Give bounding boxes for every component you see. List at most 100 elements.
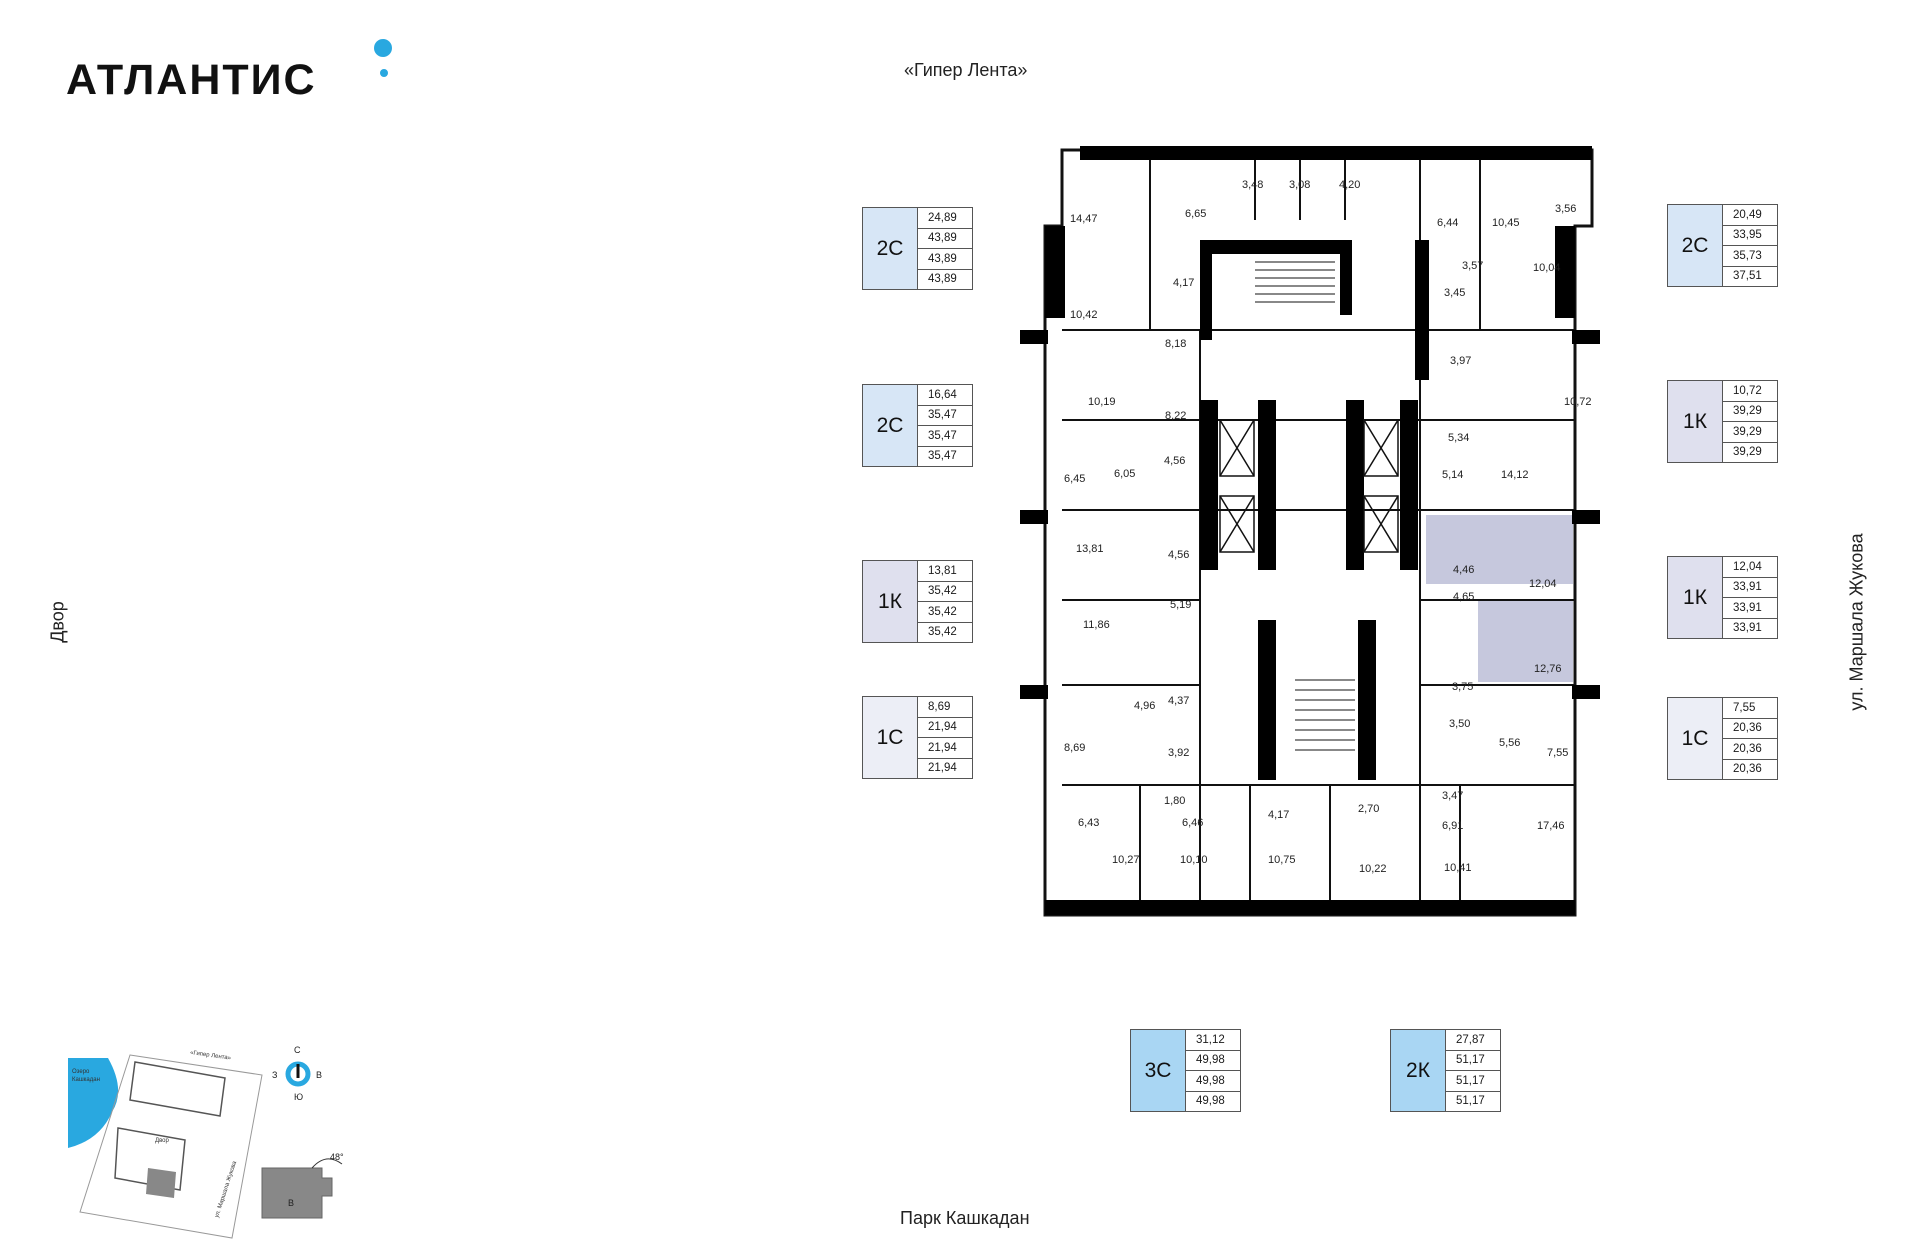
svg-text:3,48: 3,48 xyxy=(1242,179,1263,191)
svg-text:6,91: 6,91 xyxy=(1442,820,1463,832)
svg-text:3,08: 3,08 xyxy=(1289,179,1310,191)
svg-text:13,81: 13,81 xyxy=(1076,543,1104,555)
area-value: 51,17 xyxy=(1456,1095,1485,1108)
area-value: 35,47 xyxy=(918,406,972,426)
svg-text:Озеро: Озеро xyxy=(72,1069,90,1075)
apartment-type: 1К xyxy=(1668,557,1723,638)
svg-text:3,75: 3,75 xyxy=(1452,681,1473,693)
svg-text:11,86: 11,86 xyxy=(1083,619,1110,631)
area-value: 21,94 xyxy=(918,738,972,759)
svg-text:5,56: 5,56 xyxy=(1499,737,1520,749)
svg-text:3,50: 3,50 xyxy=(1449,718,1470,730)
svg-text:З: З xyxy=(272,1070,277,1080)
area-value: 20,36 xyxy=(1723,739,1777,760)
area-value: 16,64 xyxy=(918,385,972,406)
svg-text:3,45: 3,45 xyxy=(1444,287,1465,299)
highlight-apartment xyxy=(1478,600,1573,682)
area-value: 35,47 xyxy=(918,426,972,447)
svg-text:12,04: 12,04 xyxy=(1529,578,1557,590)
area-value: 33,91 xyxy=(1723,598,1777,619)
svg-text:6,44: 6,44 xyxy=(1437,217,1458,229)
area-value: 10,72 xyxy=(1723,381,1777,402)
svg-text:10,27: 10,27 xyxy=(1112,854,1140,866)
svg-text:6,45: 6,45 xyxy=(1064,473,1085,485)
svg-text:3,47: 3,47 xyxy=(1442,790,1463,802)
area-value: 39,29 xyxy=(1733,446,1762,459)
apartment-type: 2С xyxy=(863,385,918,466)
area-value: 8,69 xyxy=(918,697,972,718)
area-value: 20,36 xyxy=(1723,719,1777,739)
svg-text:10,72: 10,72 xyxy=(1564,396,1592,408)
svg-text:12,76: 12,76 xyxy=(1534,663,1562,675)
svg-text:10,22: 10,22 xyxy=(1359,863,1387,875)
svg-text:7,55: 7,55 xyxy=(1547,747,1568,759)
svg-text:4,17: 4,17 xyxy=(1268,809,1289,821)
svg-text:Двор: Двор xyxy=(155,1138,170,1144)
svg-text:ул. Маршала Жукова: ул. Маршала Жукова xyxy=(214,1160,238,1219)
area-value: 35,42 xyxy=(918,602,972,623)
area-value: 7,55 xyxy=(1723,698,1777,719)
area-value: 31,12 xyxy=(1186,1030,1240,1051)
highlight-apartment xyxy=(1426,515,1573,584)
svg-text:6,05: 6,05 xyxy=(1114,468,1135,480)
svg-text:10,41: 10,41 xyxy=(1444,862,1472,874)
area-value: 35,47 xyxy=(928,450,957,463)
area-value: 39,29 xyxy=(1723,402,1777,422)
area-value: 35,42 xyxy=(918,582,972,602)
area-value: 39,29 xyxy=(1723,422,1777,443)
apartment-type: 2К xyxy=(1391,1030,1446,1111)
area-value: 20,49 xyxy=(1723,205,1777,226)
area-value: 49,98 xyxy=(1196,1095,1225,1108)
svg-text:Ю: Ю xyxy=(294,1092,303,1102)
logo-dot-small xyxy=(380,69,388,77)
area-value: 51,17 xyxy=(1446,1051,1500,1071)
svg-text:14,12: 14,12 xyxy=(1501,469,1529,481)
svg-text:4,20: 4,20 xyxy=(1339,179,1360,191)
svg-text:4,56: 4,56 xyxy=(1164,455,1185,467)
svg-text:4,65: 4,65 xyxy=(1453,591,1474,603)
svg-text:2,70: 2,70 xyxy=(1358,803,1379,815)
area-value: 37,51 xyxy=(1733,270,1762,283)
svg-text:«Гипер Лента»: «Гипер Лента» xyxy=(190,1050,232,1062)
svg-text:10,45: 10,45 xyxy=(1492,217,1520,229)
street-label-bottom: Парк Кашкадан xyxy=(900,1208,1030,1228)
svg-text:В: В xyxy=(316,1070,322,1080)
svg-text:3,57: 3,57 xyxy=(1462,260,1483,272)
svg-text:3,92: 3,92 xyxy=(1168,747,1189,759)
site-map: Озеро Кашкадан «Гипер Лента» Двор ул. Ма… xyxy=(68,1045,344,1239)
svg-text:6,43: 6,43 xyxy=(1078,817,1099,829)
apartment-type: 2С xyxy=(863,208,918,289)
area-value: 35,73 xyxy=(1723,246,1777,267)
svg-text:Кашкадан: Кашкадан xyxy=(72,1077,100,1083)
apartment-type: 2С xyxy=(1668,205,1723,286)
svg-text:5,14: 5,14 xyxy=(1442,469,1463,481)
apartment-type: 1С xyxy=(1668,698,1723,779)
svg-text:4,46: 4,46 xyxy=(1453,564,1474,576)
area-value: 35,42 xyxy=(928,626,957,639)
svg-text:3,56: 3,56 xyxy=(1555,203,1576,215)
svg-text:17,46: 17,46 xyxy=(1537,820,1565,832)
apartment-type: 3С xyxy=(1131,1030,1186,1111)
svg-text:48°: 48° xyxy=(330,1152,344,1162)
svg-text:6,65: 6,65 xyxy=(1185,208,1206,220)
svg-text:С: С xyxy=(294,1045,301,1055)
area-value: 21,94 xyxy=(918,718,972,738)
area-value: 43,89 xyxy=(928,273,957,286)
area-value: 33,91 xyxy=(1733,622,1762,635)
svg-text:4,37: 4,37 xyxy=(1168,695,1189,707)
area-value: 13,81 xyxy=(918,561,972,582)
area-value: 12,04 xyxy=(1723,557,1777,578)
street-label-top: «Гипер Лента» xyxy=(904,60,1028,80)
area-value: 49,98 xyxy=(1186,1071,1240,1092)
